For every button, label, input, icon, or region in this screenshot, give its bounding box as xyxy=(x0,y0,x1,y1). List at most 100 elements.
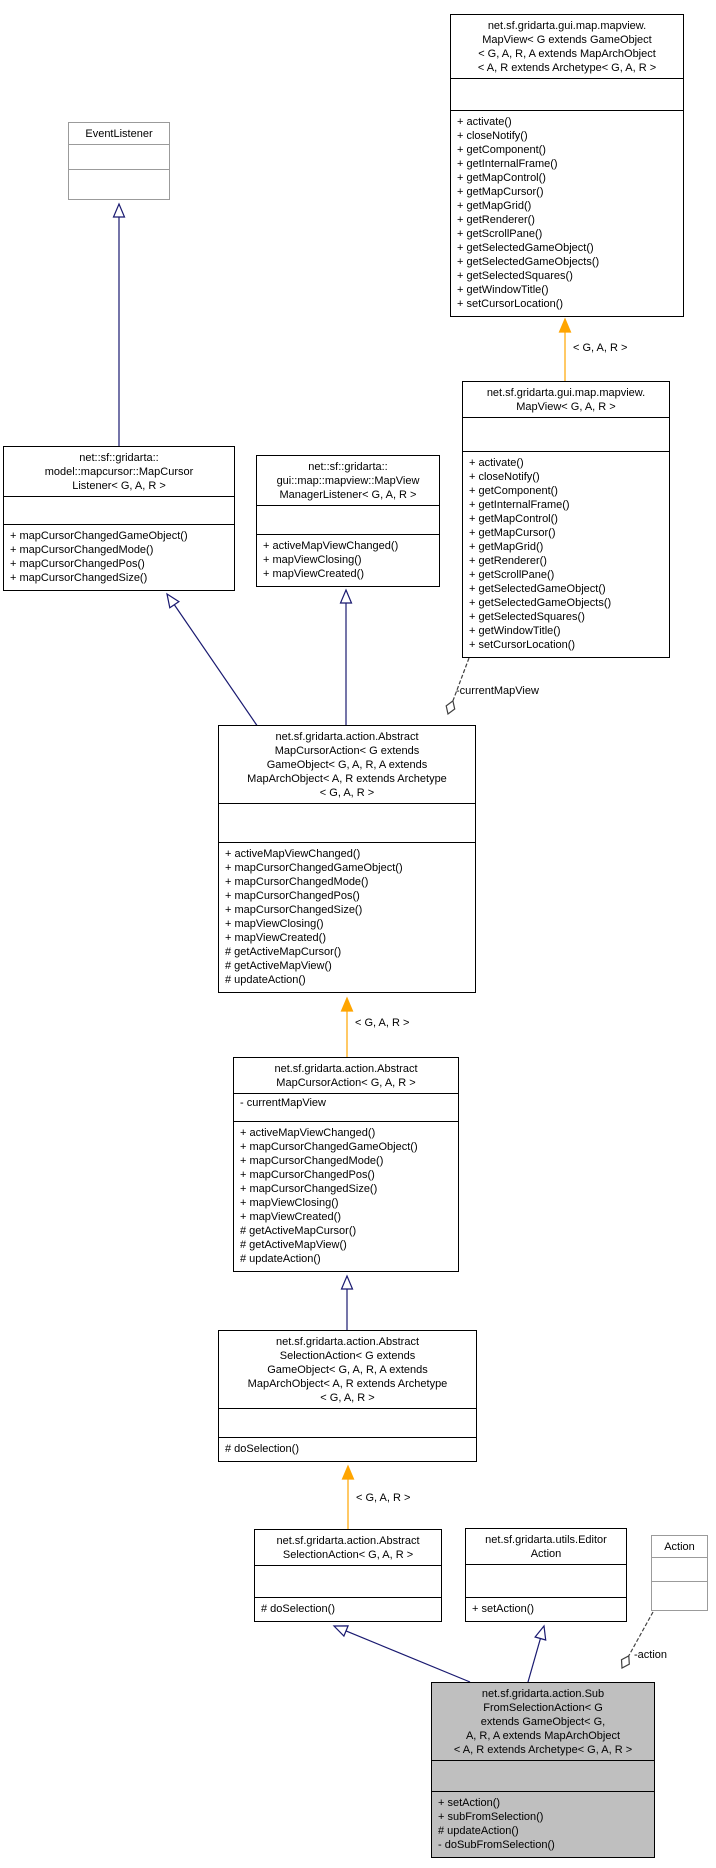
method-item: + setAction() xyxy=(472,1603,535,1615)
method-item: + getMapGrid() xyxy=(457,200,532,212)
class-methods-compartment: + activate()+ closeNotify()+ getComponen… xyxy=(463,451,669,657)
method-item: + mapCursorChangedGameObject() xyxy=(225,862,403,874)
class-attributes-compartment xyxy=(652,1557,707,1581)
class-title-line: MapCursorAction< G extends xyxy=(274,745,420,757)
method-item: + getSelectedGameObject() xyxy=(457,242,594,254)
class-title-line: MapCursorAction< G, A, R > xyxy=(276,1077,416,1089)
method-item: + getInternalFrame() xyxy=(469,499,570,511)
class-node-mapview-full[interactable]: net.sf.gridarta.gui.map.mapview.MapView<… xyxy=(450,14,684,317)
edge-line-abstract-mca-to-cursor-listener xyxy=(173,604,259,728)
method-item: + getScrollPane() xyxy=(457,228,543,240)
edge-label: < G, A, R > xyxy=(355,1017,409,1029)
class-node-action[interactable]: Action xyxy=(651,1535,708,1611)
class-node-mapview-gar[interactable]: net.sf.gridarta.gui.map.mapview. MapView<… xyxy=(462,381,670,658)
method-item: + mapCursorChangedGameObject() xyxy=(10,530,188,542)
class-title-line: < G, A, R, A extends MapArchObject xyxy=(478,48,656,60)
class-attributes-compartment xyxy=(466,1564,626,1597)
edge-line-current-map-view-usage xyxy=(452,657,470,702)
template-arrowhead-mca-template-instantiation xyxy=(340,996,354,1012)
class-node-event-listener[interactable]: EventListener xyxy=(68,122,170,200)
class-title-line: net.sf.gridarta.action.Abstract xyxy=(275,731,419,743)
class-title-line: net.sf.gridarta.gui.map.mapview. xyxy=(486,387,646,399)
method-item: + mapCursorChangedMode() xyxy=(225,876,369,888)
class-title-line: net.sf.gridarta.action.Abstract xyxy=(274,1063,418,1075)
class-attributes-compartment xyxy=(4,496,234,524)
class-methods-compartment: # doSelection() xyxy=(219,1437,476,1461)
edge-label: < G, A, R > xyxy=(356,1492,410,1504)
class-title-line: SelectionAction< G extends xyxy=(279,1350,416,1362)
method-item: + closeNotify() xyxy=(469,471,540,483)
method-item: + getWindowTitle() xyxy=(457,284,549,296)
edge-line-action-usage xyxy=(628,1611,654,1657)
class-title: Action xyxy=(652,1536,707,1557)
method-item: + mapCursorChangedGameObject() xyxy=(240,1141,418,1153)
inheritance-arrowhead-abstract-mca-to-cursor-listener xyxy=(166,592,180,609)
class-node-map-cursor-listener[interactable]: net::sf::gridarta::model::mapcursor::Map… xyxy=(3,446,235,591)
inheritance-arrowhead-abstract-sa-to-abstract-mca xyxy=(340,1274,354,1290)
method-item: + activate() xyxy=(469,457,524,469)
method-item: + getScrollPane() xyxy=(469,569,555,581)
method-item: + mapCursorChangedMode() xyxy=(10,544,154,556)
inheritance-arrowhead-abstract-mca-to-manager-listener xyxy=(339,588,353,604)
method-item: + mapCursorChangedPos() xyxy=(10,558,145,570)
class-methods-compartment: + setAction() xyxy=(466,1597,626,1621)
method-item: # updateAction() xyxy=(225,974,306,986)
class-title-line: EventListener xyxy=(85,128,153,140)
method-item: + setCursorLocation() xyxy=(469,639,576,651)
method-item: + mapViewCreated() xyxy=(240,1211,341,1223)
method-item: # getActiveMapCursor() xyxy=(225,946,342,958)
method-item: - doSubFromSelection() xyxy=(438,1839,555,1851)
class-title-line: MapArchObject< A, R extends Archetype xyxy=(247,773,447,785)
method-item: # getActiveMapView() xyxy=(240,1239,347,1251)
method-item: + getSelectedSquares() xyxy=(469,611,585,623)
class-title: net.sf.gridarta.gui.map.mapview.MapView<… xyxy=(451,15,683,78)
class-title-line: net.sf.gridarta.action.Abstract xyxy=(276,1535,420,1547)
class-methods-compartment: + activeMapViewChanged()+ mapCursorChang… xyxy=(219,842,475,992)
method-item: + getRenderer() xyxy=(469,555,547,567)
class-attributes-compartment xyxy=(463,417,669,451)
aggregation-diamond-action-usage xyxy=(620,1654,630,1669)
class-title-line: MapArchObject< A, R extends Archetype xyxy=(247,1378,448,1390)
method-item: + getMapControl() xyxy=(469,513,558,525)
class-title-line: < A, R extends Archetype< G, A, R > xyxy=(477,62,657,74)
class-title-line: GameObject< G, A, R, A extends xyxy=(266,759,428,771)
method-item: + activeMapViewChanged() xyxy=(240,1127,376,1139)
class-title-line: MapView< G, A, R > xyxy=(516,401,616,413)
method-item: + getComponent() xyxy=(457,144,546,156)
edge-line-subfrom-to-abstract-sa xyxy=(345,1630,471,1683)
method-item: + mapCursorChangedSize() xyxy=(225,904,363,916)
edge-line-subfrom-to-editor-action xyxy=(527,1638,542,1683)
method-item: + mapCursorChangedSize() xyxy=(10,572,148,584)
class-title-line: net.sf.gridarta.utils.Editor xyxy=(485,1534,607,1546)
inheritance-arrowhead-cursor-listener-to-event-listener xyxy=(112,202,126,218)
class-title-line: FromSelectionAction< G xyxy=(483,1702,603,1714)
template-arrowhead-sa-template-instantiation xyxy=(341,1464,355,1480)
method-item: # getActiveMapCursor() xyxy=(240,1225,357,1237)
method-item: + activate() xyxy=(457,116,512,128)
method-item: # updateAction() xyxy=(240,1253,321,1265)
class-title-line: net.sf.gridarta.gui.map.mapview. xyxy=(487,20,647,32)
method-item: + getInternalFrame() xyxy=(457,158,558,170)
class-title-line: GameObject< G, A, R, A extends xyxy=(267,1364,428,1376)
class-attributes-compartment xyxy=(451,78,683,110)
class-attributes-compartment xyxy=(432,1760,654,1791)
method-item: + subFromSelection() xyxy=(438,1811,544,1823)
method-item: + getMapGrid() xyxy=(469,541,544,553)
method-item: + mapCursorChangedPos() xyxy=(240,1169,375,1181)
edge-label: < G, A, R > xyxy=(573,342,627,354)
method-item: + mapViewClosing() xyxy=(225,918,324,930)
method-item: + getMapCursor() xyxy=(469,527,556,539)
class-node-map-view-manager-listener[interactable]: net::sf::gridarta::gui::map::mapview::Ma… xyxy=(256,455,440,587)
